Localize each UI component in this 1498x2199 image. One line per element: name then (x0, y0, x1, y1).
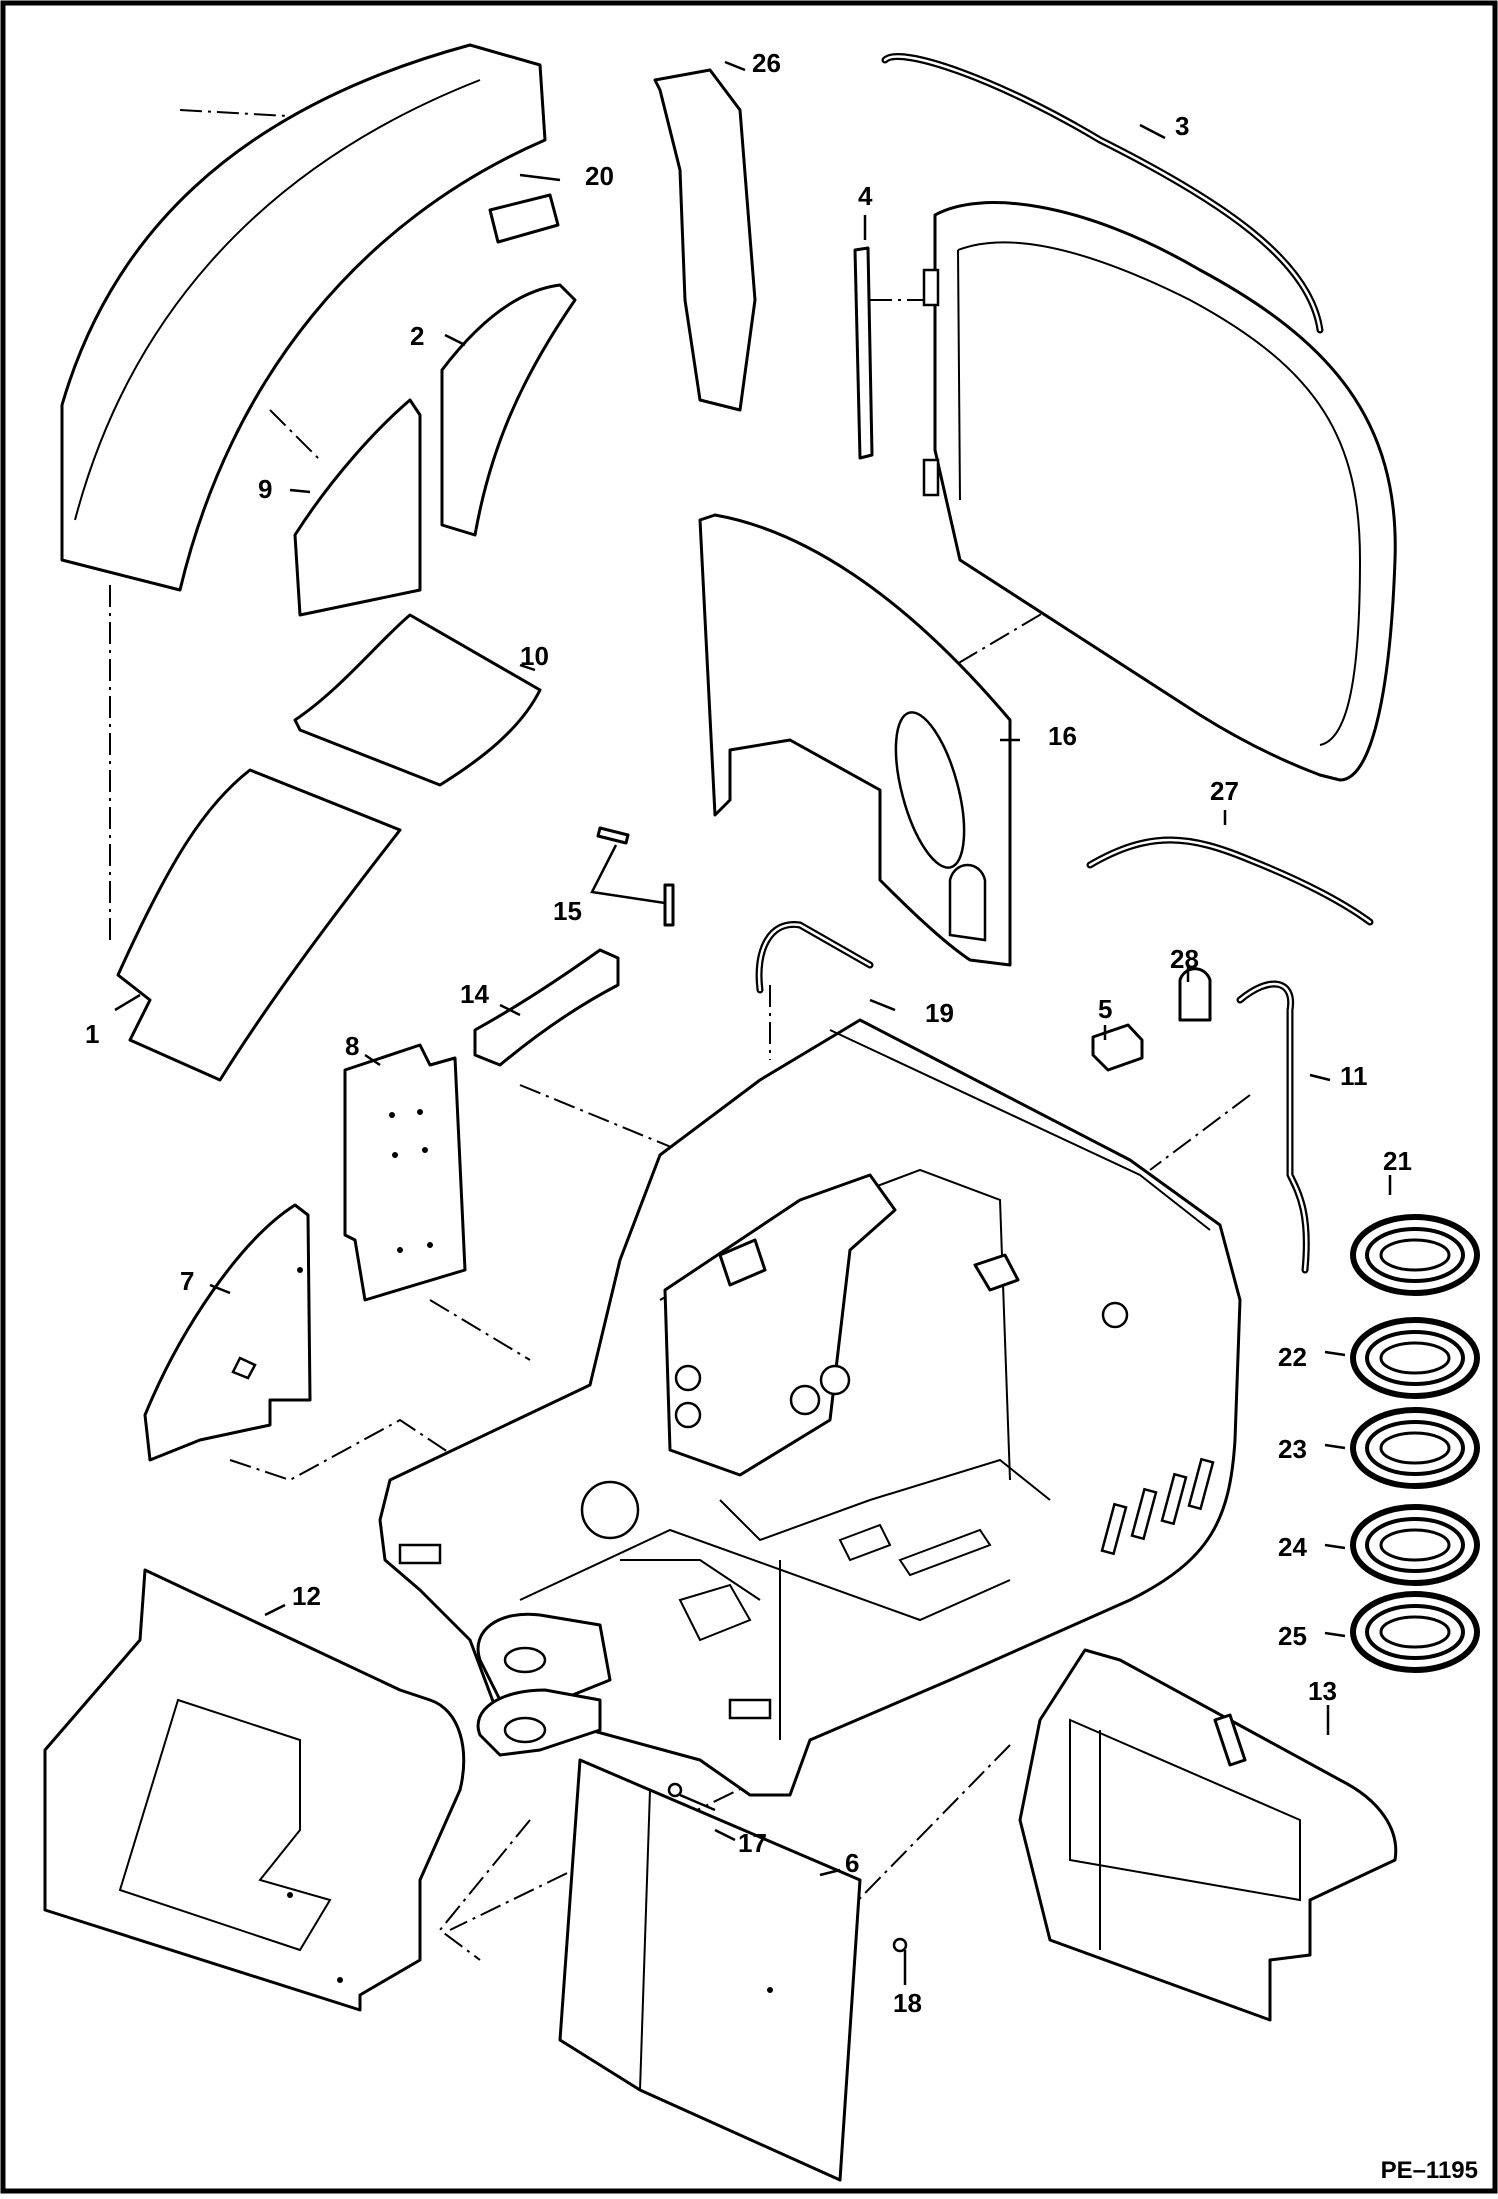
callout-9: 9 (258, 474, 272, 504)
part-1-lower-panel (116, 768, 402, 1082)
part-13 (1018, 1648, 1398, 2022)
callout-15: 15 (553, 896, 582, 926)
callout-1: 1 (85, 1019, 99, 1049)
callout-22: 22 (1278, 1342, 1307, 1372)
part-23-coil (1350, 1407, 1480, 1489)
part-22-coil (1350, 1317, 1480, 1399)
part-4 (853, 246, 874, 460)
callout-8: 8 (345, 1031, 359, 1061)
part-28 (1178, 967, 1212, 1022)
callout-2: 2 (410, 321, 424, 351)
part-19 (755, 920, 874, 994)
part-3-seal (881, 53, 1324, 334)
callout-7: 7 (180, 1266, 194, 1296)
callout-23: 23 (1278, 1434, 1307, 1464)
callout-labels: 1 2 3 4 5 6 7 8 9 10 11 12 13 14 15 16 1… (85, 48, 1412, 2018)
callout-28: 28 (1170, 944, 1199, 974)
part-6 (558, 1758, 908, 2182)
part-1-panel (60, 43, 547, 592)
leader-lines (114, 60, 1392, 1985)
part-3-door-frame (922, 201, 1397, 782)
part-5 (1091, 1023, 1144, 1072)
part-8 (343, 1043, 467, 1302)
callout-10: 10 (520, 641, 549, 671)
part-12 (43, 1568, 466, 2012)
callout-21: 21 (1383, 1146, 1412, 1176)
part-9 (293, 398, 422, 617)
callout-26: 26 (752, 48, 781, 78)
part-14 (473, 948, 620, 1067)
part-7 (143, 1203, 312, 1462)
callout-4: 4 (858, 181, 873, 211)
callout-3: 3 (1175, 111, 1189, 141)
callout-18: 18 (893, 1988, 922, 2018)
part-11 (1236, 980, 1310, 1274)
callout-27: 27 (1210, 776, 1239, 806)
main-frame-chassis (378, 1018, 1242, 1797)
callout-25: 25 (1278, 1621, 1307, 1651)
part-25-coil (1350, 1591, 1480, 1673)
part-15 (590, 826, 675, 927)
part-26 (653, 68, 757, 412)
part-20 (488, 193, 560, 244)
callout-24: 24 (1278, 1532, 1307, 1562)
part-16 (698, 513, 1012, 967)
part-21-coil (1350, 1214, 1480, 1296)
callout-12: 12 (292, 1581, 321, 1611)
part-2 (440, 283, 577, 537)
callout-17: 17 (738, 1828, 767, 1858)
part-24-coil (1350, 1504, 1480, 1586)
callout-11: 11 (1340, 1061, 1368, 1091)
callout-13: 13 (1308, 1676, 1337, 1706)
callout-5: 5 (1098, 994, 1112, 1024)
part-27 (1086, 836, 1374, 926)
callout-6: 6 (845, 1848, 859, 1878)
drawing-code: PE–1195 (1381, 2157, 1478, 2184)
callout-19: 19 (925, 998, 954, 1028)
callout-14: 14 (460, 979, 489, 1009)
callout-20: 20 (585, 161, 614, 191)
callout-16: 16 (1048, 721, 1077, 751)
part-10 (293, 613, 542, 787)
